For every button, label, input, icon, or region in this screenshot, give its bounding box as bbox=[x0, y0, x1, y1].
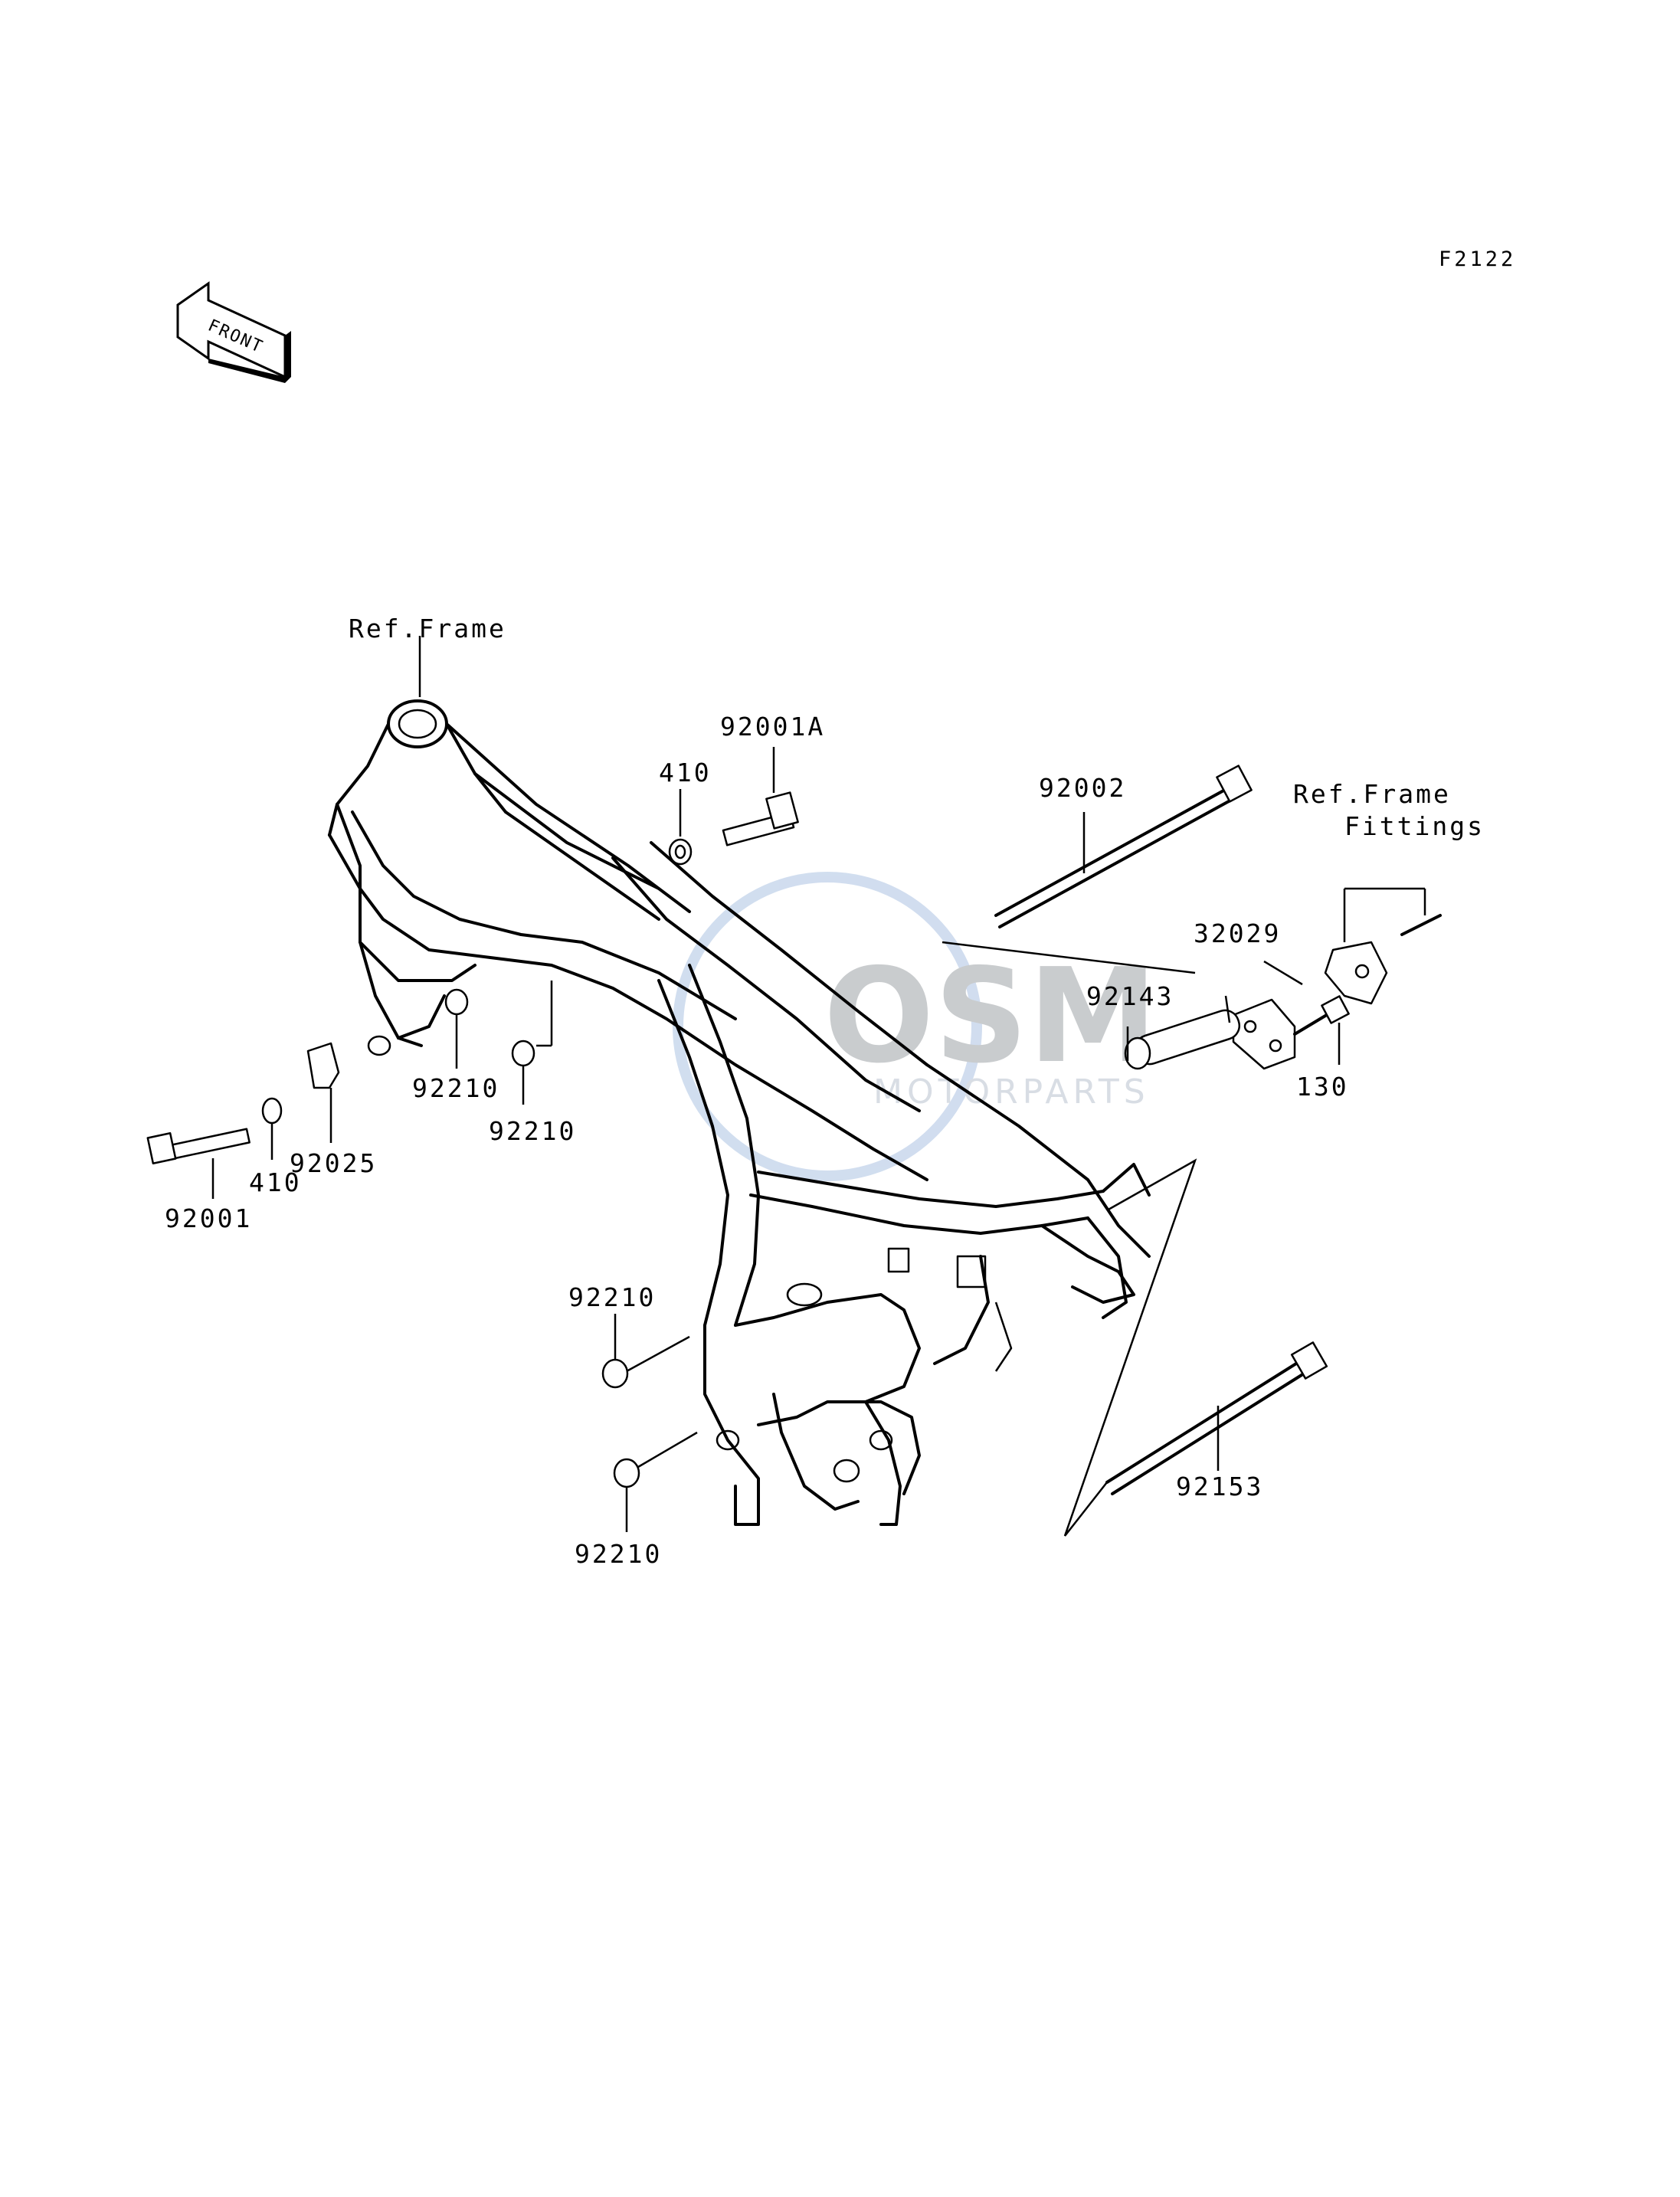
callout-92001A: 92001A bbox=[720, 712, 825, 742]
watermark-subtitle: MOTORPARTS bbox=[873, 1072, 1150, 1112]
nut-92210-c bbox=[601, 1358, 629, 1389]
bolt-92001A bbox=[722, 791, 799, 846]
callout-92153: 92153 bbox=[1176, 1472, 1263, 1501]
callout-410-left: 410 bbox=[249, 1167, 302, 1197]
bolt-130 bbox=[1293, 995, 1350, 1036]
watermark-logo: OSM MOTORPARTS bbox=[673, 872, 1158, 1181]
collar-92143 bbox=[1124, 1009, 1241, 1070]
front-arrow-icon: FRONT bbox=[176, 281, 291, 383]
watermark-brand: OSM bbox=[824, 941, 1158, 1092]
callout-ref-frame: Ref.Frame bbox=[349, 614, 506, 643]
callout-92001: 92001 bbox=[165, 1203, 252, 1233]
callout-32029: 32029 bbox=[1194, 918, 1281, 948]
bolt-92153 bbox=[1105, 1341, 1328, 1495]
callout-410-top: 410 bbox=[659, 758, 712, 787]
callout-92210-d: 92210 bbox=[575, 1539, 662, 1569]
nut-92210-b bbox=[511, 1040, 535, 1067]
bolt-92001 bbox=[146, 1128, 251, 1164]
callout-92025: 92025 bbox=[290, 1148, 377, 1178]
leader-lines bbox=[211, 636, 1426, 1537]
motorcycle-frame bbox=[328, 699, 1151, 1526]
bracket-32029 bbox=[1232, 998, 1296, 1070]
diagram-code: F2122 bbox=[1439, 247, 1516, 271]
callout-92002: 92002 bbox=[1039, 773, 1126, 803]
nut-92210-a bbox=[444, 988, 469, 1016]
washer-410-left bbox=[261, 1097, 283, 1125]
callout-92210-c: 92210 bbox=[568, 1282, 656, 1312]
callout-92210-a: 92210 bbox=[412, 1073, 499, 1103]
bolt-92002 bbox=[994, 765, 1253, 928]
callout-92210-b: 92210 bbox=[489, 1116, 576, 1146]
callout-92143: 92143 bbox=[1086, 981, 1174, 1011]
callout-ref-frame-fittings-1: Ref.Frame bbox=[1293, 779, 1451, 809]
callout-130: 130 bbox=[1296, 1072, 1349, 1102]
ref-frame-fitting bbox=[1324, 914, 1442, 1005]
nut-92210-d bbox=[613, 1458, 640, 1488]
callout-ref-frame-fittings-2: Fittings bbox=[1344, 811, 1485, 841]
collar-92025 bbox=[306, 1042, 340, 1089]
washer-410-top bbox=[668, 838, 693, 866]
